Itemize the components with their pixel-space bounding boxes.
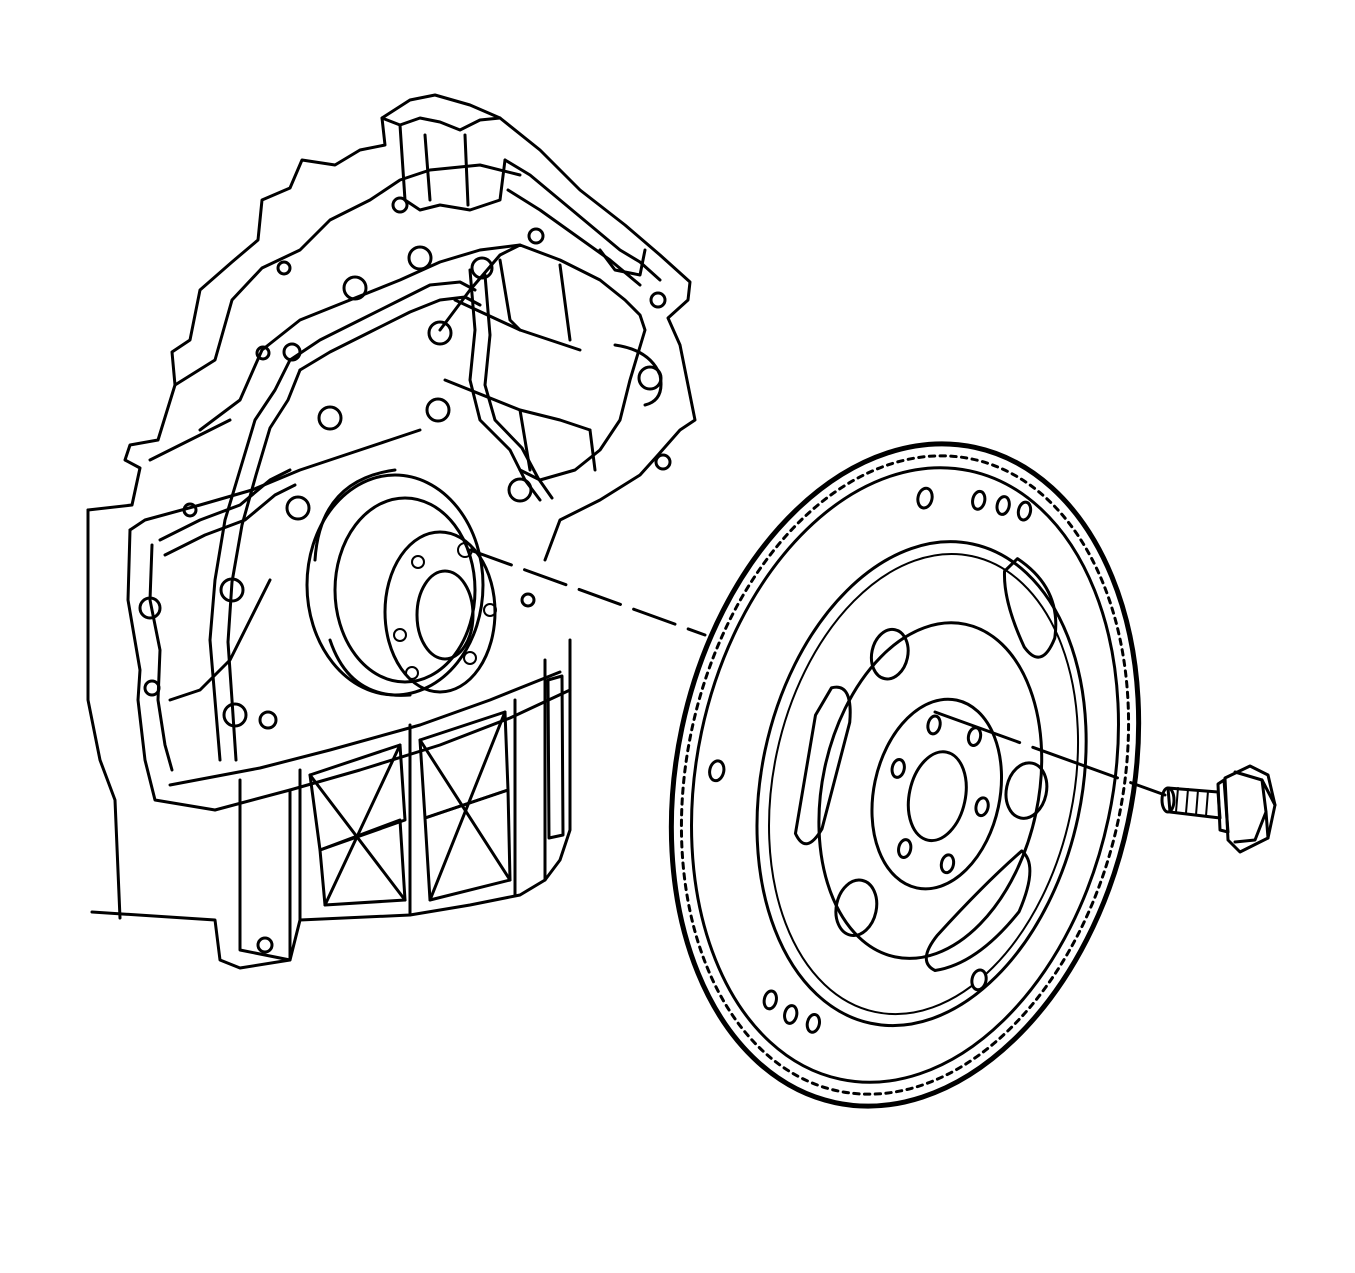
- engine-block: [86, 93, 697, 970]
- ring-gear-teeth: [679, 454, 1131, 1096]
- block-bolt-heads: [219, 245, 533, 728]
- balance-holes: [708, 486, 1033, 1034]
- lightening-windows: [793, 557, 1058, 973]
- alignment-lines: [468, 548, 1167, 797]
- block-mounting-holes: [138, 196, 672, 954]
- flywheel: [668, 441, 1142, 1109]
- crank-bolt-holes: [890, 714, 990, 875]
- flywheel-bolt: [1160, 764, 1277, 854]
- crankshaft-flange: [305, 468, 497, 697]
